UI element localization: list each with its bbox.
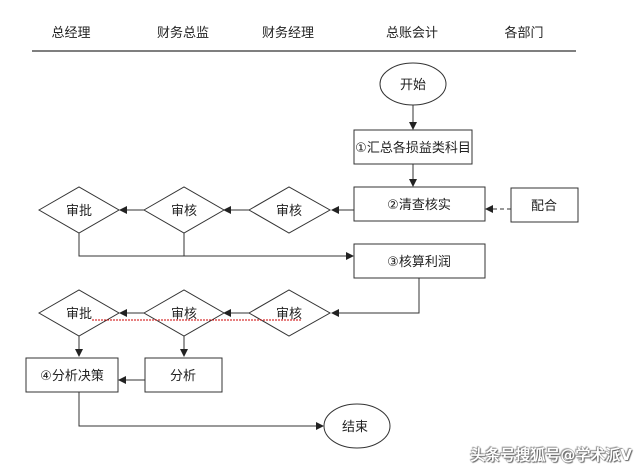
lane-finance-manager: 财务经理: [261, 26, 315, 41]
arrow-step3-review2b: [331, 278, 420, 317]
analyze-label: 分析: [170, 369, 196, 384]
approve1-label: 审批: [66, 204, 92, 219]
watermark: 头条号搜狐号@学术派V: [470, 446, 632, 464]
approve1-diamond: 审批: [37, 186, 121, 234]
start-node: 开始: [379, 62, 447, 106]
arrow-step4-end: [78, 392, 324, 430]
step4-box: ④分析决策: [25, 357, 119, 393]
lane-general-ledger-accountant: 总账会计: [385, 26, 439, 41]
step2-box: ②清查核实: [353, 186, 486, 222]
step3-label: ③核算利润: [387, 255, 451, 270]
start-label: 开始: [400, 78, 426, 93]
lane-finance-director: 财务总监: [156, 26, 210, 41]
review1b-diamond: 审核: [247, 186, 332, 234]
review2b-label: 审核: [276, 307, 302, 322]
step1-box: ①汇总各损益类科目: [353, 129, 473, 165]
step1-label: ①汇总各损益类科目: [355, 140, 471, 156]
cooperate-box: 配合: [510, 187, 579, 223]
arrow-approve1-step3: [78, 233, 354, 260]
step3-box: ③核算利润: [353, 243, 486, 279]
end-label: 结束: [342, 420, 368, 435]
review1a-label: 审核: [171, 204, 197, 219]
cooperate-label: 配合: [531, 199, 557, 214]
approve2-diamond: 审批: [37, 289, 121, 337]
review1a-diamond: 审核: [142, 186, 226, 234]
step4-label: ④分析决策: [40, 368, 104, 384]
step2-label: ②清查核实: [387, 198, 451, 213]
lane-general-manager: 总经理: [51, 26, 91, 41]
analyze-box: 分析: [144, 357, 223, 393]
review2a-label: 审核: [171, 307, 197, 322]
review1b-label: 审核: [276, 204, 302, 219]
review2b-diamond: 审核: [247, 289, 332, 337]
lane-departments: 各部门: [504, 26, 544, 41]
review2a-diamond: 审核: [142, 289, 226, 337]
end-node: 结束: [323, 403, 391, 449]
approve2-label: 审批: [66, 307, 92, 322]
